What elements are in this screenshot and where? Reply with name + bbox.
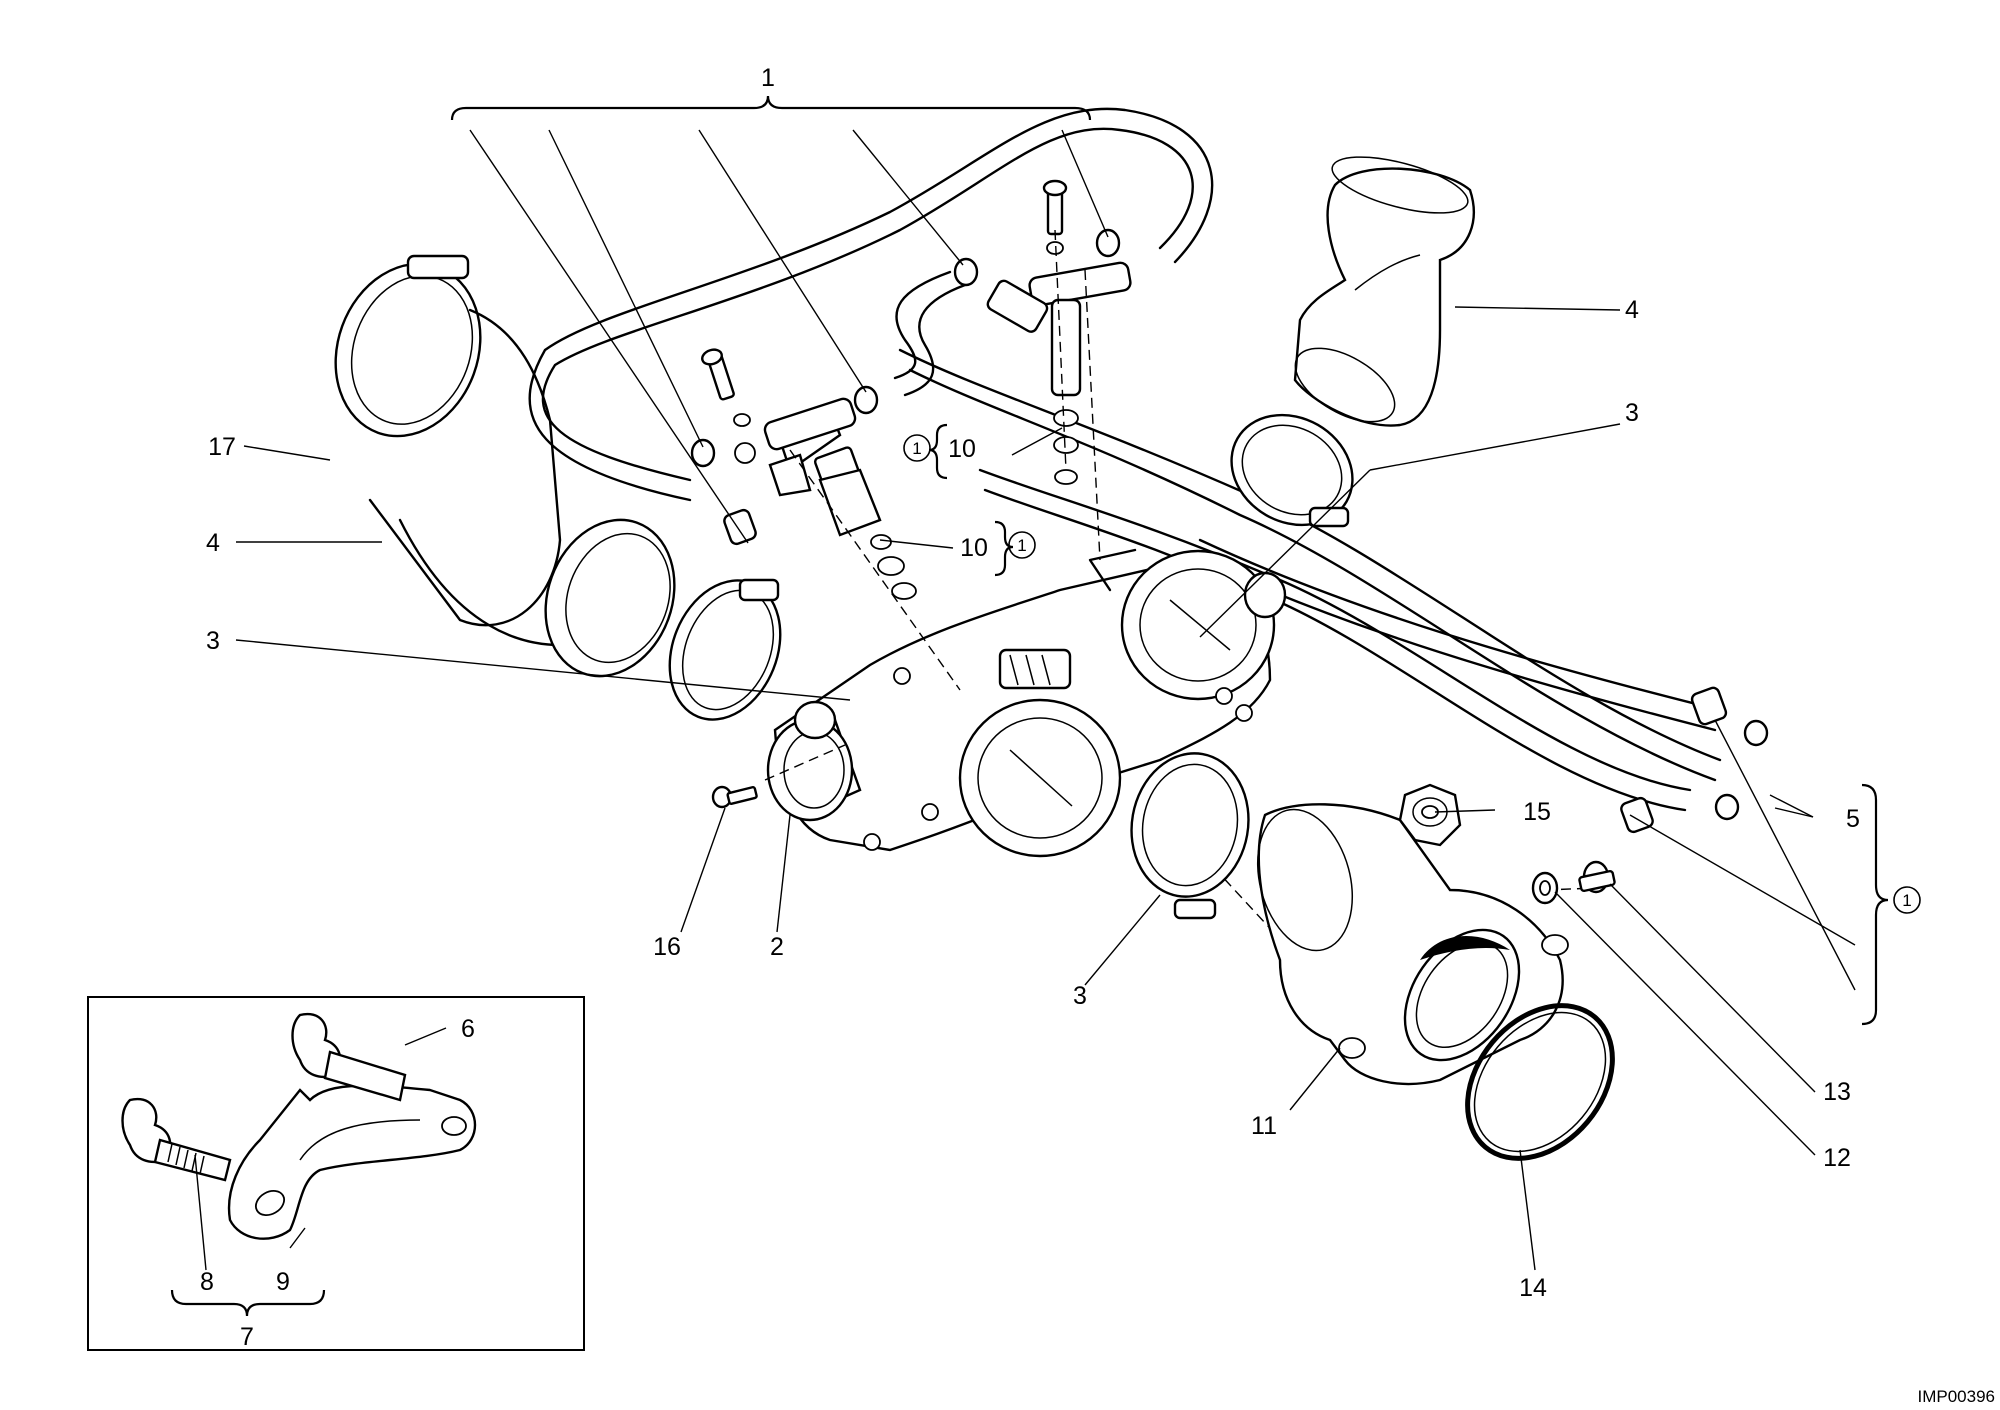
fuel-rail-connector-left: [734, 397, 857, 464]
callout-8: 8: [200, 1268, 214, 1296]
callout-labels: 1 17 4 3 4 3 1 10 10 1 15 5 1 16 2 3 11 …: [200, 64, 1912, 1351]
callout-7: 7: [240, 1323, 254, 1351]
return-hose: [1198, 538, 1722, 732]
callout-15: 15: [1523, 798, 1551, 826]
bolt-6: [291, 1012, 407, 1102]
callout-5: 5: [1846, 805, 1860, 833]
callout-2: 2: [770, 933, 784, 961]
callout-10-lower: 10: [960, 534, 988, 562]
callout-12: 12: [1823, 1144, 1851, 1172]
hose-link-short: [893, 270, 967, 397]
intake-hose-left-4: [368, 308, 676, 678]
vent-hose-upper: [528, 107, 1214, 502]
leader-lines: [194, 129, 1856, 1271]
hose-clamp-right-3: [1230, 413, 1354, 528]
circled-ref-1-right: 1: [1902, 891, 1911, 910]
screw-16: [711, 785, 758, 809]
callout-3-right: 3: [1625, 399, 1639, 427]
brace-top-1: [450, 95, 1092, 121]
callout-4-left: 4: [206, 529, 220, 557]
callout-3-bottom: 3: [1073, 982, 1087, 1010]
callout-16: 16: [653, 933, 681, 961]
fuel-injector-right-10: [986, 261, 1132, 485]
intake-hose-right-4: [1293, 156, 1475, 427]
throttle-body-2: [766, 548, 1287, 858]
hose-clamp-large-17: [334, 254, 482, 438]
inset-box: [87, 996, 585, 1351]
brace-bottom-7: [170, 1289, 326, 1317]
bolt-8: [121, 1097, 232, 1182]
screw-icon: [701, 179, 1068, 427]
callout-1-top: 1: [761, 64, 775, 92]
callout-6: 6: [461, 1015, 475, 1043]
hose-clamp-bottom-3: [1130, 752, 1250, 920]
fuel-injector-left-10: [768, 408, 917, 600]
callout-10-upper: 10: [948, 435, 976, 463]
callout-14: 14: [1519, 1274, 1547, 1302]
callout-17: 17: [208, 433, 236, 461]
circled-ref-icon: [903, 434, 1921, 914]
callout-13: 13: [1823, 1078, 1851, 1106]
drawing-code: IMP00396: [1918, 1387, 1996, 1406]
washer-12: [1531, 871, 1559, 905]
hose-clamp-icon: [690, 228, 1769, 821]
circled-ref-1-upper: 1: [912, 439, 921, 458]
intake-manifold-11: [1256, 803, 1569, 1086]
bracket-9: [227, 1084, 477, 1240]
callout-3-left: 3: [206, 627, 220, 655]
brace-right-1: [1861, 783, 1889, 1026]
circled-ref-1-lower: 1: [1017, 536, 1026, 555]
spacer-nut-15: [1398, 783, 1462, 847]
callout-9: 9: [276, 1268, 290, 1296]
callout-11: 11: [1251, 1112, 1277, 1140]
brace-small-10-upper: [928, 423, 948, 480]
brace-small-10-lower: [994, 520, 1014, 577]
o-ring-gasket-14: [1465, 1003, 1615, 1161]
callout-4-right: 4: [1625, 296, 1639, 324]
bolt-13: [1578, 860, 1616, 894]
